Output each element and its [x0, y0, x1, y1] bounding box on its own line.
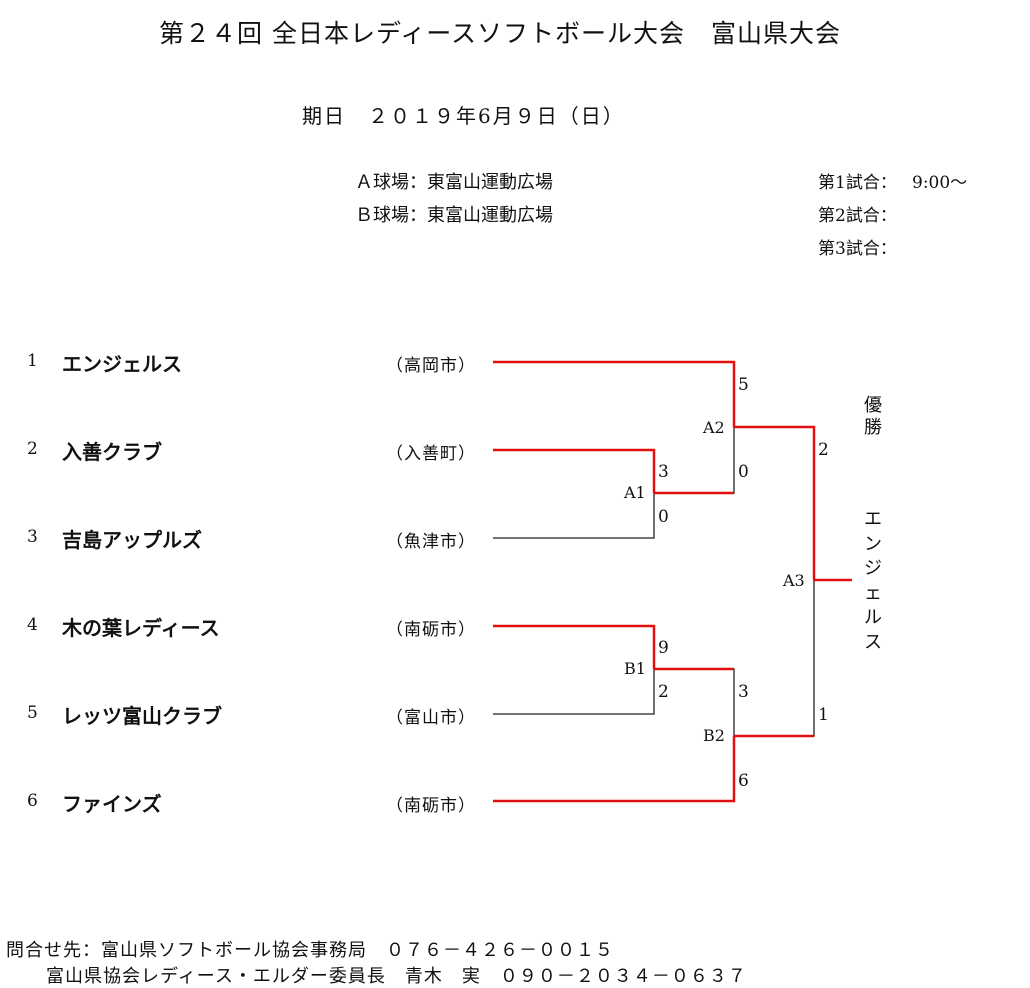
team-3-name: 吉島アップルズ — [62, 528, 202, 552]
game-1-label: 第1試合： — [818, 173, 897, 193]
champion-name-char: ン — [864, 533, 882, 555]
line-team-4-win — [493, 624, 656, 669]
match-b1-bottom-score: 2 — [658, 682, 669, 702]
page-title: 第２４回 全日本レディースソフトボール大会 富山県大会 — [159, 19, 841, 48]
match-a3-bottom-score: 1 — [818, 705, 829, 725]
team-3-city: （魚津市） — [386, 532, 476, 552]
match-b2-label: B2 — [703, 726, 725, 745]
contact-line-1: 問合せ先：富山県ソフトボール協会事務局 ０７６－４２６－００１５ — [6, 940, 614, 961]
game-2-label: 第2試合： — [818, 206, 897, 226]
champion-name-char: ェ — [864, 582, 882, 604]
game-3-label: 第3試合： — [818, 239, 897, 259]
team-2-city: （入善町） — [386, 444, 476, 464]
line-b2-to-a3 — [734, 580, 815, 737]
match-b1-top-score: 9 — [658, 638, 669, 658]
line-team-1-win — [493, 360, 736, 427]
team-5-seed: 5 — [27, 703, 38, 723]
champion-heading-char: 優 — [864, 395, 882, 416]
champion-name-char: ル — [864, 607, 882, 628]
line-team-5 — [493, 669, 655, 715]
match-a2-label: A2 — [703, 418, 725, 437]
champion-heading: 優 勝 — [862, 395, 884, 439]
team-1-city: （高岡市） — [386, 356, 476, 376]
team-4-city: （南砺市） — [386, 620, 476, 640]
match-a1-top-score: 3 — [658, 462, 669, 482]
match-b2-bottom-score: 6 — [738, 771, 749, 791]
team-6-name: ファインズ — [62, 792, 162, 816]
champion-name-char: ジ — [864, 558, 882, 579]
line-team-3 — [493, 493, 655, 539]
champion-name-char: エ — [864, 509, 882, 530]
game-1-time: 9:00～ — [912, 173, 968, 193]
match-a2-top-score: 5 — [738, 375, 749, 395]
venue-b: Ｂ球場：東富山運動広場 — [355, 205, 553, 226]
team-6-seed: 6 — [27, 791, 38, 811]
event-date: 期日 ２０１９年6月９日（日） — [302, 104, 625, 128]
team-5-city: （富山市） — [386, 708, 476, 728]
match-a2-bottom-score: 0 — [738, 462, 749, 482]
team-6-city: （南砺市） — [386, 796, 476, 816]
match-b1-label: B1 — [624, 659, 646, 678]
match-a1-label: A1 — [624, 483, 646, 502]
match-a3-top-score: 2 — [818, 440, 829, 460]
champion-name: エ ン ジ ェ ル ス — [862, 508, 884, 655]
match-b2-top-score: 3 — [738, 682, 749, 702]
line-team-6-win — [493, 736, 736, 803]
team-1-name: エンジェルス — [62, 352, 182, 376]
contact-line-2: 富山県協会レディース・エルダー委員長 青木 実 ０９０－２０３４－０６３７ — [46, 966, 747, 987]
team-4-name: 木の葉レディース — [62, 616, 220, 640]
match-a1-bottom-score: 0 — [658, 507, 669, 527]
team-5-name: レッツ富山クラブ — [62, 704, 222, 728]
team-4-seed: 4 — [27, 615, 38, 635]
team-2-seed: 2 — [27, 439, 38, 459]
team-3-seed: 3 — [27, 527, 38, 547]
champion-heading-char: 勝 — [864, 417, 882, 438]
champion-name-char: ス — [864, 631, 882, 653]
line-team-2-win — [493, 448, 656, 493]
team-1-seed: 1 — [27, 351, 38, 371]
venue-a: Ａ球場：東富山運動広場 — [355, 172, 553, 193]
match-a3-label: A3 — [783, 571, 805, 590]
line-a2-win — [734, 425, 816, 580]
team-2-name: 入善クラブ — [62, 440, 162, 464]
